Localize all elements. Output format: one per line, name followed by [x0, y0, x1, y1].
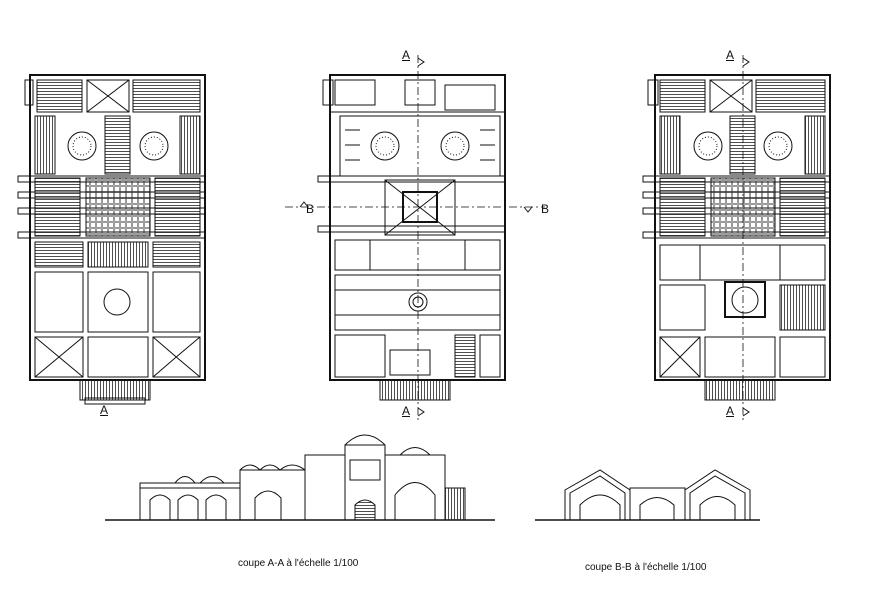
section-marker-a-plan1-bottom: A — [100, 403, 109, 417]
section-marker-a-plan2-bottom: A — [402, 404, 411, 418]
section-marker-a-plan3-top: A — [726, 48, 735, 62]
roof-plan-left — [18, 75, 205, 404]
section-marker-a-plan3-bottom: A — [726, 404, 735, 418]
section-aa-drawing — [105, 435, 495, 520]
caption-section-aa: coupe A-A à l'échelle 1/100 — [238, 558, 359, 569]
section-marker-b-plan2-left: B — [306, 202, 315, 216]
section-bb-drawing — [535, 470, 760, 520]
section-marker-a-plan2-top: A — [402, 48, 411, 62]
section-marker-b-plan2-right: B — [541, 202, 550, 216]
caption-section-bb: coupe B-B à l'échelle 1/100 — [585, 562, 707, 573]
floor-plan-right — [643, 55, 830, 420]
floor-plan-middle — [285, 55, 545, 420]
